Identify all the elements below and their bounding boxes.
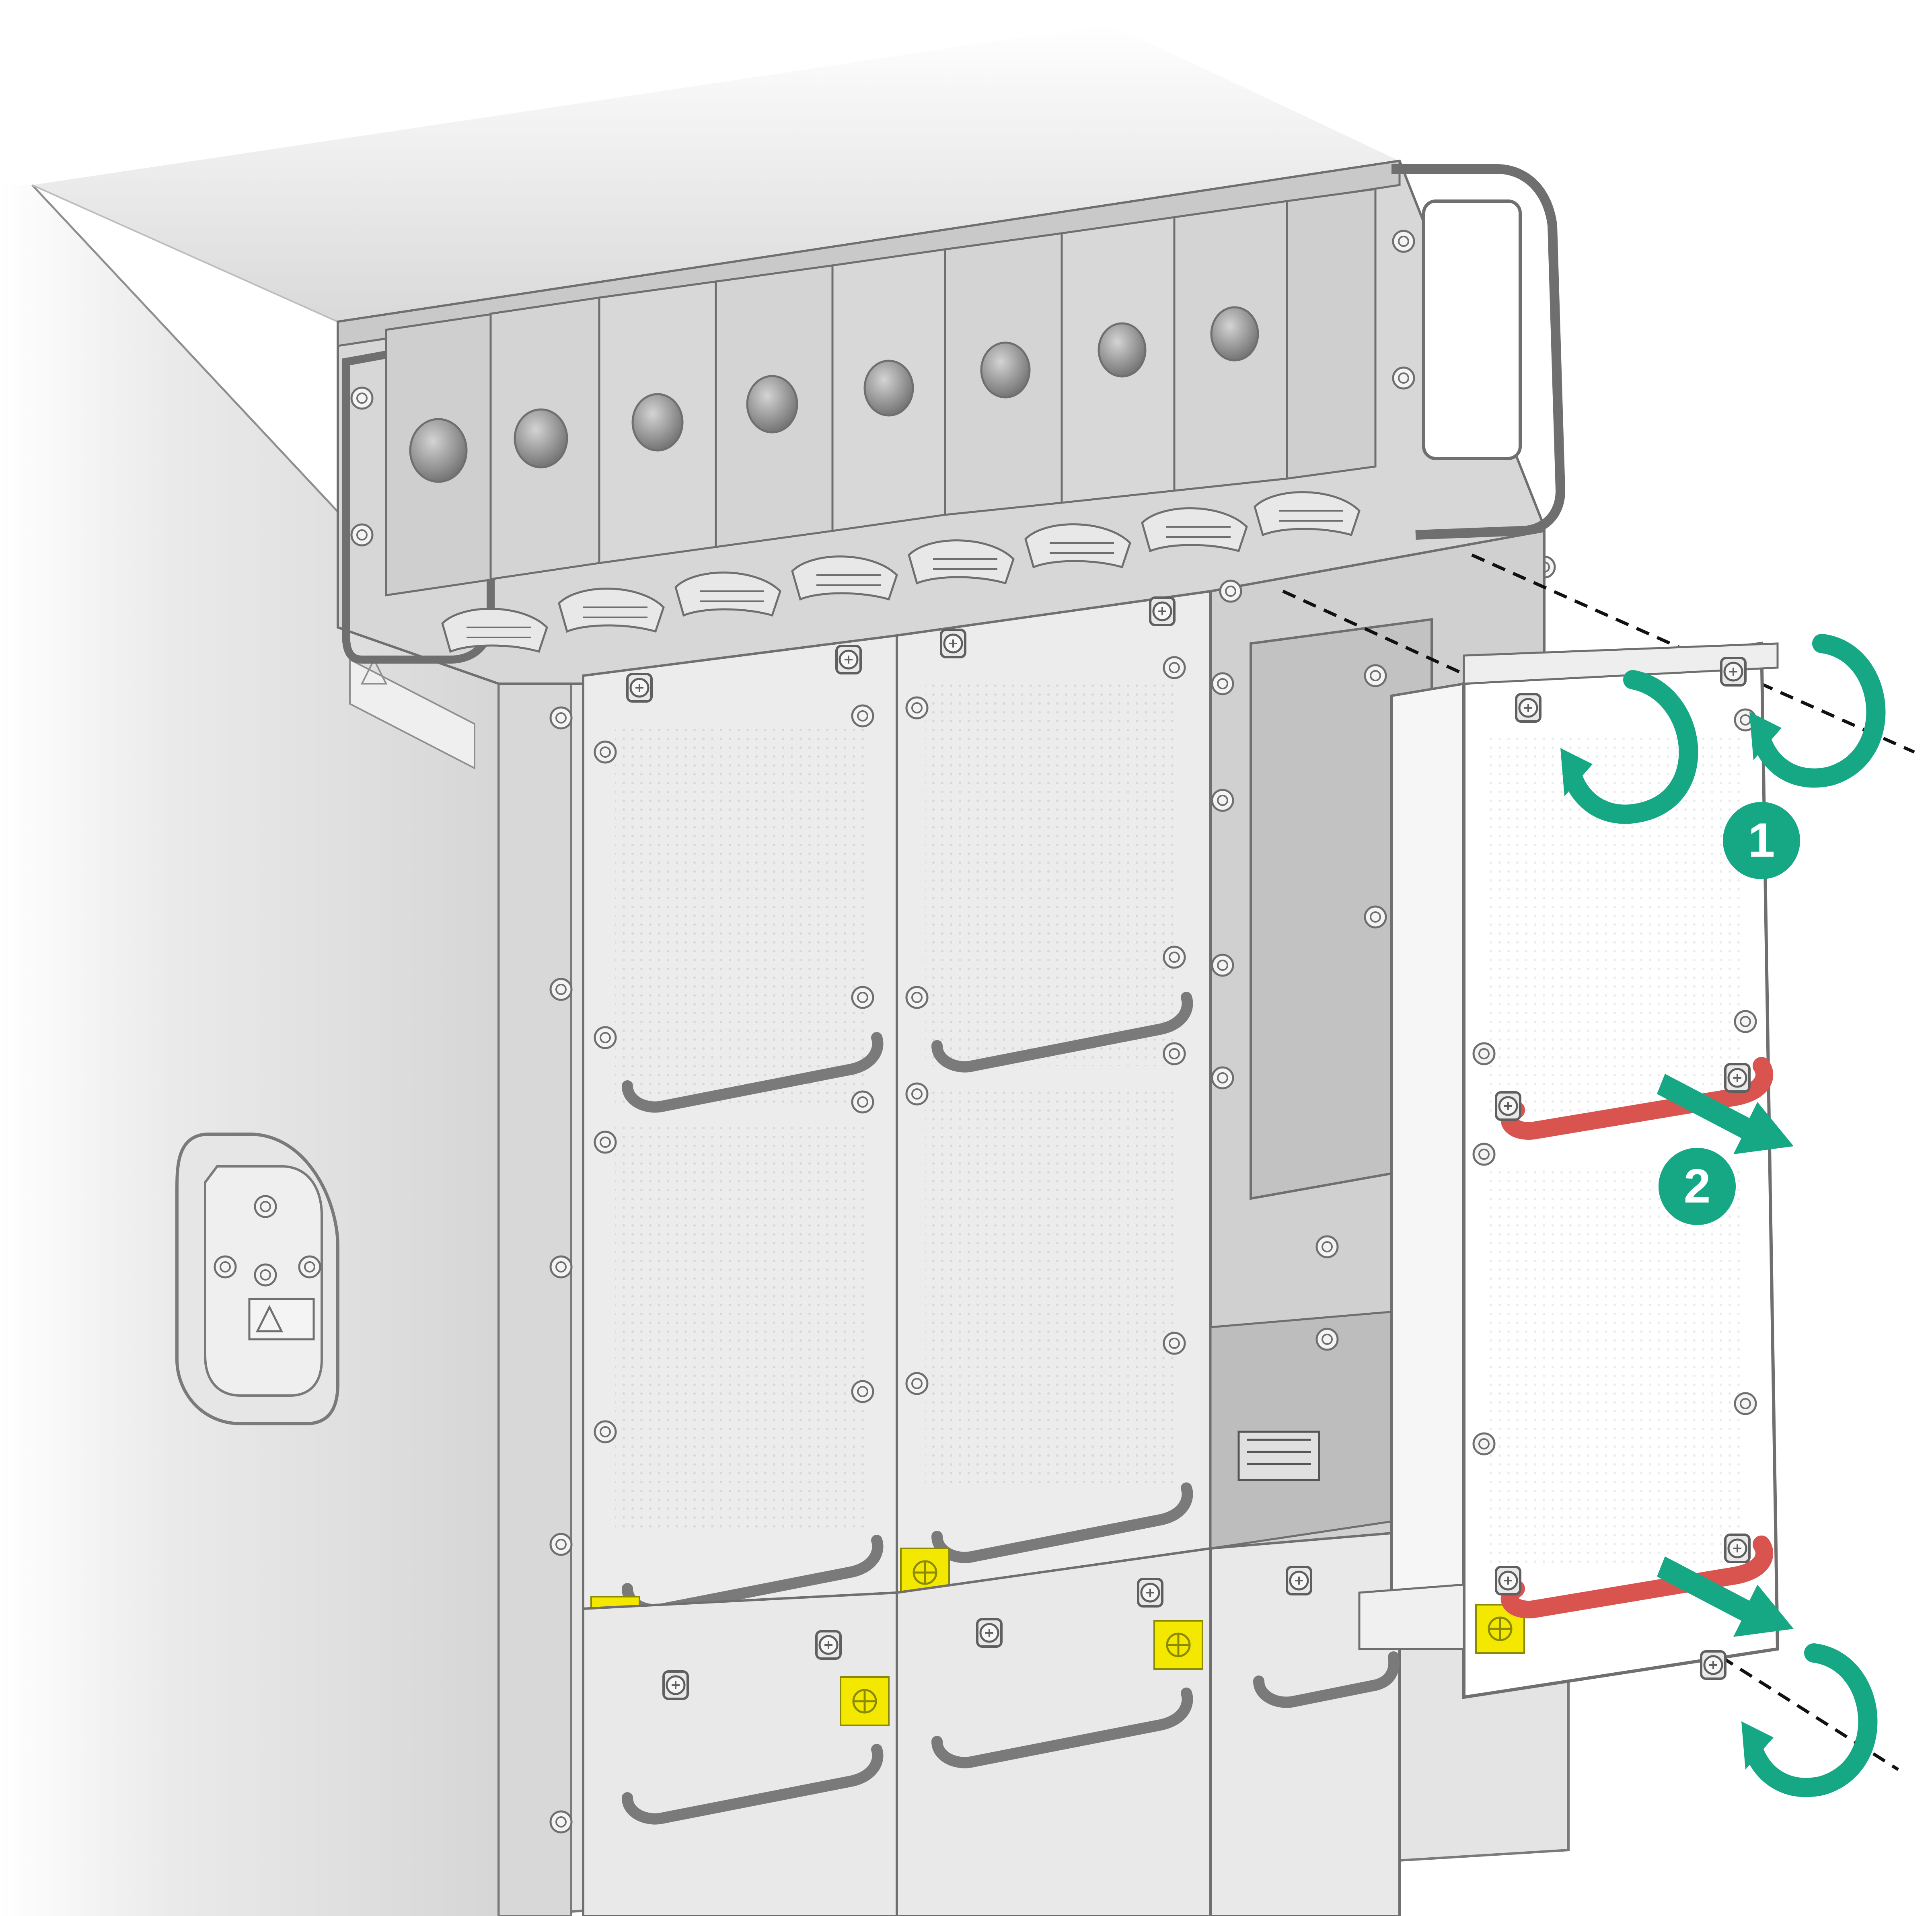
power-slot: [944, 232, 1063, 516]
fan-tray-installed-left: [582, 634, 898, 1645]
fan-tray-installed-middle: [896, 590, 1212, 1597]
red-pull-handle-lower[interactable]: [1500, 1536, 1774, 1618]
pull-out-arrow-icon: [1657, 1074, 1794, 1154]
power-slot: [1173, 200, 1288, 492]
svg-text:1: 1: [1748, 813, 1775, 867]
power-slot-empty: [1286, 188, 1377, 480]
latch: [1141, 507, 1248, 553]
step-callout-1: 1: [1723, 802, 1800, 879]
latch: [441, 608, 548, 653]
power-slot: [598, 280, 717, 564]
counterclockwise-rotate-arrow-icon: [1749, 634, 1886, 788]
step-callout-2: 2: [1659, 1148, 1736, 1225]
power-module-slots: [385, 188, 1377, 596]
caution-label: [349, 658, 475, 770]
latch: [1024, 523, 1131, 569]
power-slot: [1061, 216, 1176, 504]
power-slot: [715, 264, 834, 548]
power-slot: [385, 312, 496, 596]
counterclockwise-rotate-arrow-icon: [1741, 1643, 1878, 1797]
lower-fan-modules: [582, 1527, 1401, 1916]
power-slot: [831, 248, 946, 532]
latch: [674, 572, 781, 617]
chassis-top-surface: [32, 24, 1400, 323]
latch: [558, 588, 665, 633]
power-module-latches: [441, 491, 1361, 653]
latch: [1254, 491, 1361, 537]
side-carry-handle: [175, 1133, 339, 1425]
svg-text:2: 2: [1684, 1159, 1711, 1213]
pull-out-arrow-icon: [1657, 1556, 1794, 1637]
fan-tray-removed: [1358, 641, 1780, 1699]
latch: [908, 539, 1015, 585]
power-slot: [489, 296, 600, 580]
counterclockwise-rotate-arrow-icon: [1560, 670, 1698, 824]
latch: [791, 555, 898, 601]
red-pull-handle-upper[interactable]: [1500, 1057, 1774, 1140]
